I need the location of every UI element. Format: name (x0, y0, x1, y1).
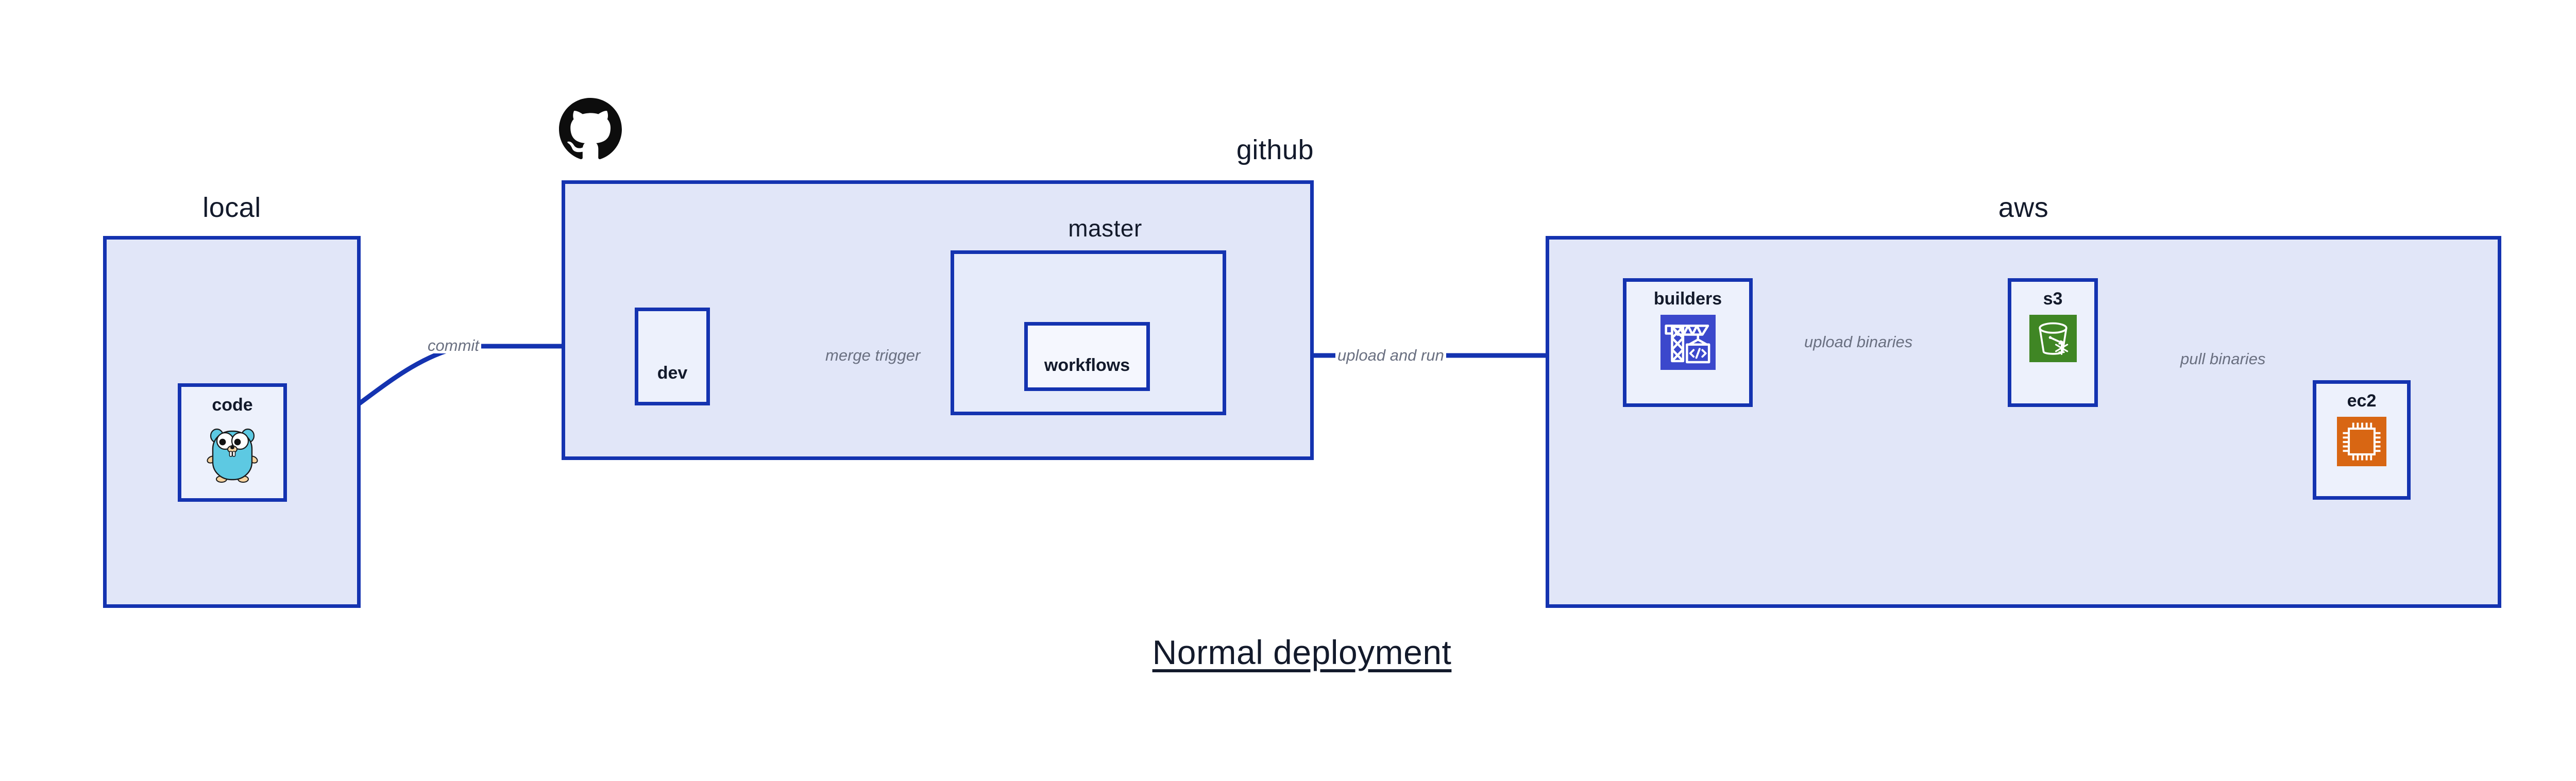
group-label-master: master (1068, 215, 1142, 242)
node-label-builders: builders (1653, 289, 1722, 309)
github-octocat-icon (559, 98, 622, 163)
edge-label-upload-and-run: upload and run (1335, 347, 1446, 363)
node-label-workflows: workflows (1044, 355, 1130, 375)
node-builders[interactable]: builders (1623, 278, 1753, 407)
edge-label-commit: commit (426, 337, 481, 353)
node-label-ec2: ec2 (2347, 391, 2377, 411)
node-workflows[interactable]: workflows (1024, 322, 1150, 391)
page-title: Normal deployment (1152, 633, 1452, 671)
edge-label-upload-binaries: upload binaries (1802, 334, 1915, 350)
aws-s3-glacier-bucket-icon (2029, 315, 2077, 365)
aws-ec2-cpu-chip-icon (2337, 417, 2386, 469)
group-label-github: github (1236, 134, 1314, 165)
go-gopher-icon (206, 422, 259, 485)
group-label-local: local (202, 192, 261, 223)
node-label-s3: s3 (2043, 289, 2063, 309)
node-label-code: code (212, 395, 253, 415)
node-label-dev: dev (657, 363, 688, 383)
group-label-aws: aws (1998, 192, 2049, 223)
node-ec2[interactable]: ec2 (2313, 380, 2411, 500)
aws-codebuild-crane-icon (1660, 315, 1716, 372)
node-dev[interactable]: dev (635, 308, 710, 405)
node-s3[interactable]: s3 (2008, 278, 2098, 407)
edge-label-pull-binaries: pull binaries (2178, 351, 2268, 367)
edge-label-merge-trigger: merge trigger (823, 347, 923, 363)
node-code[interactable]: code (178, 383, 287, 502)
